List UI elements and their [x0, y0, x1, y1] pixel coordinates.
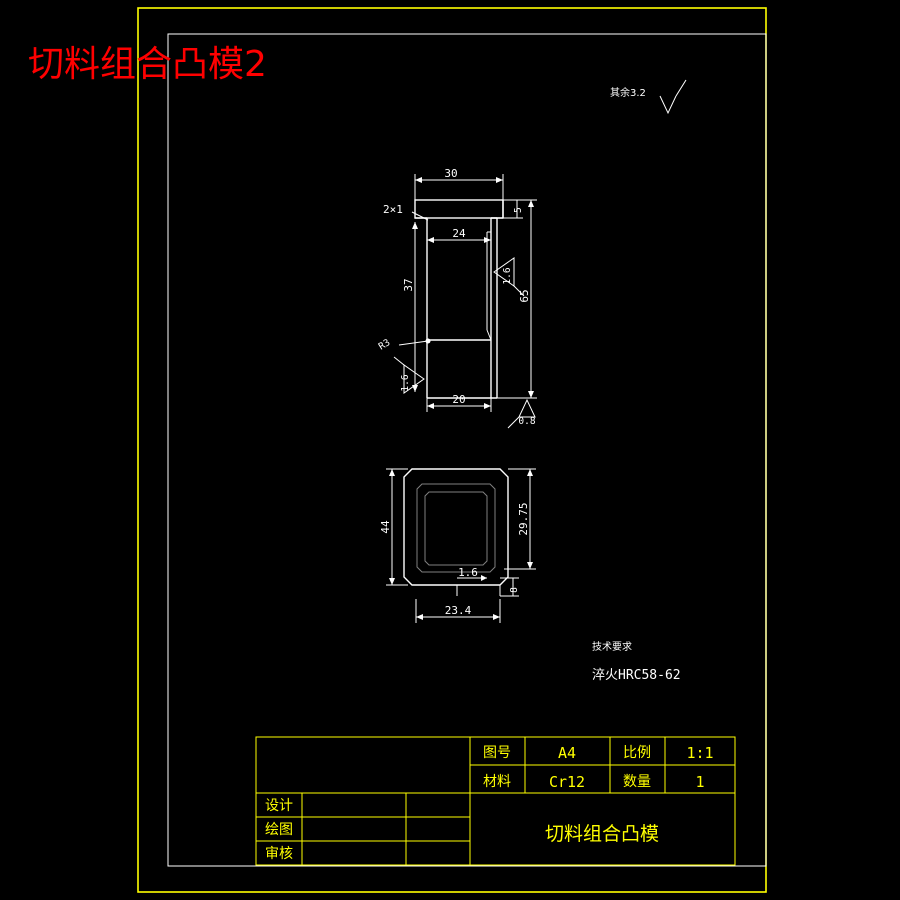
general-surface-finish-note: 其余3.2: [610, 79, 687, 115]
finish-1-6-left: 1.6: [393, 356, 425, 394]
finish-0-8: 0.8: [507, 398, 536, 429]
dim-44-arrow-bot: [389, 578, 395, 585]
plan-view-dimensions: 44 29.75 1.6 8 23.4: [379, 468, 536, 623]
dim-16-plan-arrow: [481, 575, 487, 581]
dim-30-text: 30: [444, 167, 457, 180]
dim-37-arrow-top: [412, 222, 418, 229]
dim-2x1-leader: [411, 211, 429, 221]
title-block-outline: [255, 736, 736, 866]
outer-sheet-border: [137, 7, 767, 893]
tb-row-label-1: 绘图: [265, 822, 293, 838]
flange-outline: [414, 199, 504, 219]
tb-row-label-0: 设计: [265, 798, 293, 814]
finish-left-tail: [393, 356, 405, 366]
dim-r3-text: R3: [377, 337, 393, 352]
surface-note-text: 其余3.2: [610, 86, 646, 99]
dim-44-text: 44: [379, 520, 392, 534]
dim-24-arrow-left: [427, 237, 434, 243]
dim-r3-dot: [425, 338, 431, 344]
finish-1-6-right: 1.6: [493, 257, 525, 297]
finish-triangle-left-icon: [403, 364, 425, 394]
finish-triangle-08-icon: [518, 398, 536, 418]
tb-row-label-2: 审核: [265, 846, 293, 862]
dim-234-arrow-left: [416, 614, 423, 620]
front-view-dimensions: 30 2×1 5 24 37 65: [377, 167, 537, 429]
finish-triangle-right-icon: [493, 257, 515, 287]
page-title: 切料组合凸模2: [28, 44, 267, 85]
finish-tick-icon: [675, 79, 687, 97]
tech-req-heading: 技术要求: [592, 640, 632, 653]
tb-field-value-1: 1:1: [686, 744, 713, 762]
finish-triangle-icon: [659, 95, 677, 115]
title-block[interactable]: 图号 A4 比例 1:1 材料 Cr12 数量 1 设计 绘图 审核 切料组合凸…: [255, 736, 736, 866]
front-view-geometry: [414, 199, 504, 399]
dim-r3-leader: [398, 340, 429, 346]
tb-field-label-3: 数量: [623, 774, 651, 790]
tb-field-value-2: Cr12: [549, 773, 585, 791]
dim-234-text: 23.4: [445, 604, 472, 617]
plan-outer-contour: [403, 468, 509, 586]
tech-req-line: 淬火HRC58-62: [592, 668, 681, 683]
tb-field-value-0: A4: [558, 744, 576, 762]
plan-view-geometry: [403, 468, 509, 596]
dim-24-arrow-right: [484, 237, 491, 243]
plan-inner-contour-1: [416, 483, 496, 573]
dim-37-text: 37: [402, 278, 415, 291]
finish-08-tail: [507, 416, 520, 429]
right-inner-wall-bottom: [486, 329, 492, 341]
finish-1-6-right-text: 1.6: [502, 267, 513, 284]
dim-8-text: 8: [509, 587, 520, 593]
finish-right-tail: [513, 285, 525, 297]
dim-20-arrow-left: [427, 403, 434, 409]
dim-2975-text: 29.75: [517, 502, 530, 535]
technical-requirements: 技术要求 淬火HRC58-62: [592, 640, 681, 683]
dim-20-text: 20: [452, 393, 465, 406]
dim-44-arrow-top: [389, 469, 395, 476]
tb-field-value-3: 1: [695, 773, 704, 791]
dim-30-arrow-left: [415, 177, 422, 183]
dim-65-arrow-bot: [528, 391, 534, 398]
dim-24-text: 24: [452, 227, 466, 240]
dim-20-arrow-right: [484, 403, 491, 409]
tb-field-label-0: 图号: [483, 745, 511, 761]
inner-drawing-border: [167, 33, 767, 867]
finish-0-8-text: 0.8: [518, 416, 535, 427]
dim-5-text: 5: [513, 207, 524, 213]
tb-field-label-2: 材料: [483, 774, 511, 790]
dim-37-arrow-bot: [412, 385, 418, 392]
dim-30-arrow-right: [496, 177, 503, 183]
dim-234-arrow-right: [493, 614, 500, 620]
tb-part-name: 切料组合凸模: [545, 823, 659, 845]
dim-65-arrow-top: [528, 200, 534, 207]
dim-2975-arrow-top: [527, 469, 533, 476]
tb-field-label-1: 比例: [623, 745, 651, 761]
plan-inner-contour-2: [424, 491, 488, 566]
dim-2x1-text: 2×1: [383, 203, 403, 216]
dim-16-plan-text: 1.6: [458, 566, 478, 579]
dim-2975-arrow-bot: [527, 562, 533, 569]
finish-1-6-left-text: 1.6: [400, 374, 411, 391]
